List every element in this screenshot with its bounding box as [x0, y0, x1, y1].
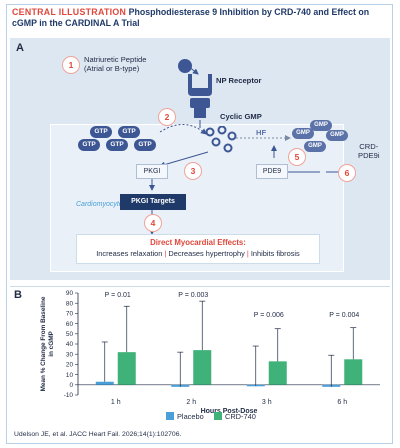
y-tick-label: 60	[66, 321, 74, 328]
legend-placebo-label: Placebo	[177, 412, 204, 421]
direct-effects-list: Increases relaxation | Decreases hypertr…	[77, 249, 319, 258]
y-axis-label: Mean % Change From Baselinein cGMP	[40, 296, 55, 391]
step-2-badge: 2	[158, 108, 176, 126]
peptide-molecule-icon	[178, 59, 192, 73]
p-value-label: P = 0.004	[329, 312, 359, 319]
p-value-label: P = 0.006	[254, 312, 284, 319]
gtp-pill-4: GTP	[106, 139, 128, 151]
y-tick-label: 70	[66, 311, 74, 318]
pde9-box: PDE9	[256, 164, 288, 179]
bar-crd-740	[193, 350, 212, 385]
page-header: CENTRAL ILLUSTRATION Phosphodiesterase 9…	[12, 7, 390, 29]
header-title: Phosphodiesterase 9 Inhibition by CRD-74…	[12, 7, 370, 28]
effect-divider-1: |	[164, 249, 167, 258]
header-label: CENTRAL ILLUSTRATION	[12, 7, 127, 17]
y-tick-label: 90	[66, 290, 74, 297]
cyclic-gmp-label: Cyclic GMP	[220, 112, 262, 121]
natriuretic-peptide-label: Natriuretic Peptide (Atrial or B-type)	[84, 55, 184, 73]
x-tick-label: 6 h	[337, 399, 347, 406]
natriuretic-peptide-sub: (Atrial or B-type)	[84, 64, 140, 73]
x-tick-label: 2 h	[186, 399, 196, 406]
effect-increases-relaxation: Increases relaxation	[96, 249, 163, 258]
gmp-pill-1: GMP	[292, 128, 314, 139]
effect-decreases-hypertrophy: Decreases hypertrophy	[168, 249, 245, 258]
y-tick-label: -10	[64, 392, 74, 399]
legend-crd740-swatch	[214, 412, 222, 420]
p-value-label: P = 0.01	[105, 292, 131, 299]
step-6-badge: 6	[338, 164, 356, 182]
crd-pde9i-line2: PDE9i	[358, 151, 380, 160]
pkgi-box: PKGI	[136, 164, 168, 179]
direct-effects-title: Direct Myocardial Effects:	[150, 238, 246, 247]
x-tick-label: 3 h	[262, 399, 272, 406]
y-tick-label: 80	[66, 300, 74, 307]
natriuretic-peptide-text: Natriuretic Peptide	[84, 55, 147, 64]
gmp-pill-4: GMP	[304, 141, 326, 152]
gtp-pill-1: GTP	[90, 126, 112, 138]
panel-b-label: B	[14, 289, 22, 301]
direct-effects-box: Direct Myocardial Effects: Increases rel…	[76, 234, 320, 264]
legend-crd740-label: CRD-740	[225, 412, 256, 421]
gmp-pill-3: GMP	[326, 130, 348, 141]
y-tick-label: 30	[66, 351, 74, 358]
y-tick-label: 40	[66, 341, 74, 348]
np-receptor-label: NP Receptor	[216, 76, 262, 85]
effect-divider-2: |	[246, 249, 249, 258]
p-value-label: P = 0.003	[178, 292, 208, 299]
legend-placebo-swatch	[166, 412, 174, 420]
step-5-badge: 5	[288, 148, 306, 166]
x-tick-label: 1 h	[111, 399, 121, 406]
gtp-pill-3: GTP	[78, 139, 100, 151]
np-receptor-icon	[188, 74, 212, 118]
gtp-pill-2: GTP	[118, 126, 140, 138]
cardiomyocyte-label: Cardiomyocyte	[76, 201, 123, 208]
step-1-badge: 1	[62, 56, 80, 74]
pkgi-targets-box: PKGI Targets	[120, 194, 186, 210]
gtp-pill-5: GTP	[134, 139, 156, 151]
y-tick-label: 10	[66, 372, 74, 379]
bar-crd-740	[268, 361, 287, 385]
bar-placebo	[95, 381, 114, 385]
crd-pde9i-line1: CRD-	[359, 142, 379, 151]
bar-crd-740	[344, 359, 363, 385]
gmp-pill-2: GMP	[310, 120, 332, 131]
bar-crd-740	[117, 352, 136, 385]
step-3-badge: 3	[184, 162, 202, 180]
y-tick-label: 20	[66, 362, 74, 369]
y-tick-label: 0	[69, 382, 73, 389]
panel-a: A 1 Natriuretic Peptide (Atrial or B-typ…	[10, 38, 390, 280]
hf-label: HF	[256, 128, 267, 137]
x-axis-label: Hours Post-Dose	[201, 408, 258, 415]
crd-pde9i-label: CRD- PDE9i	[358, 142, 380, 160]
panel-a-label: A	[16, 42, 24, 54]
citation: Udelson JE, et al. JACC Heart Fail. 2026…	[14, 431, 182, 438]
cyclic-gmp-molecules-icon	[205, 126, 237, 153]
y-tick-label: 50	[66, 331, 74, 338]
effect-inhibits-fibrosis: Inhibits fibrosis	[250, 249, 300, 258]
step-4-badge: 4	[144, 214, 162, 232]
